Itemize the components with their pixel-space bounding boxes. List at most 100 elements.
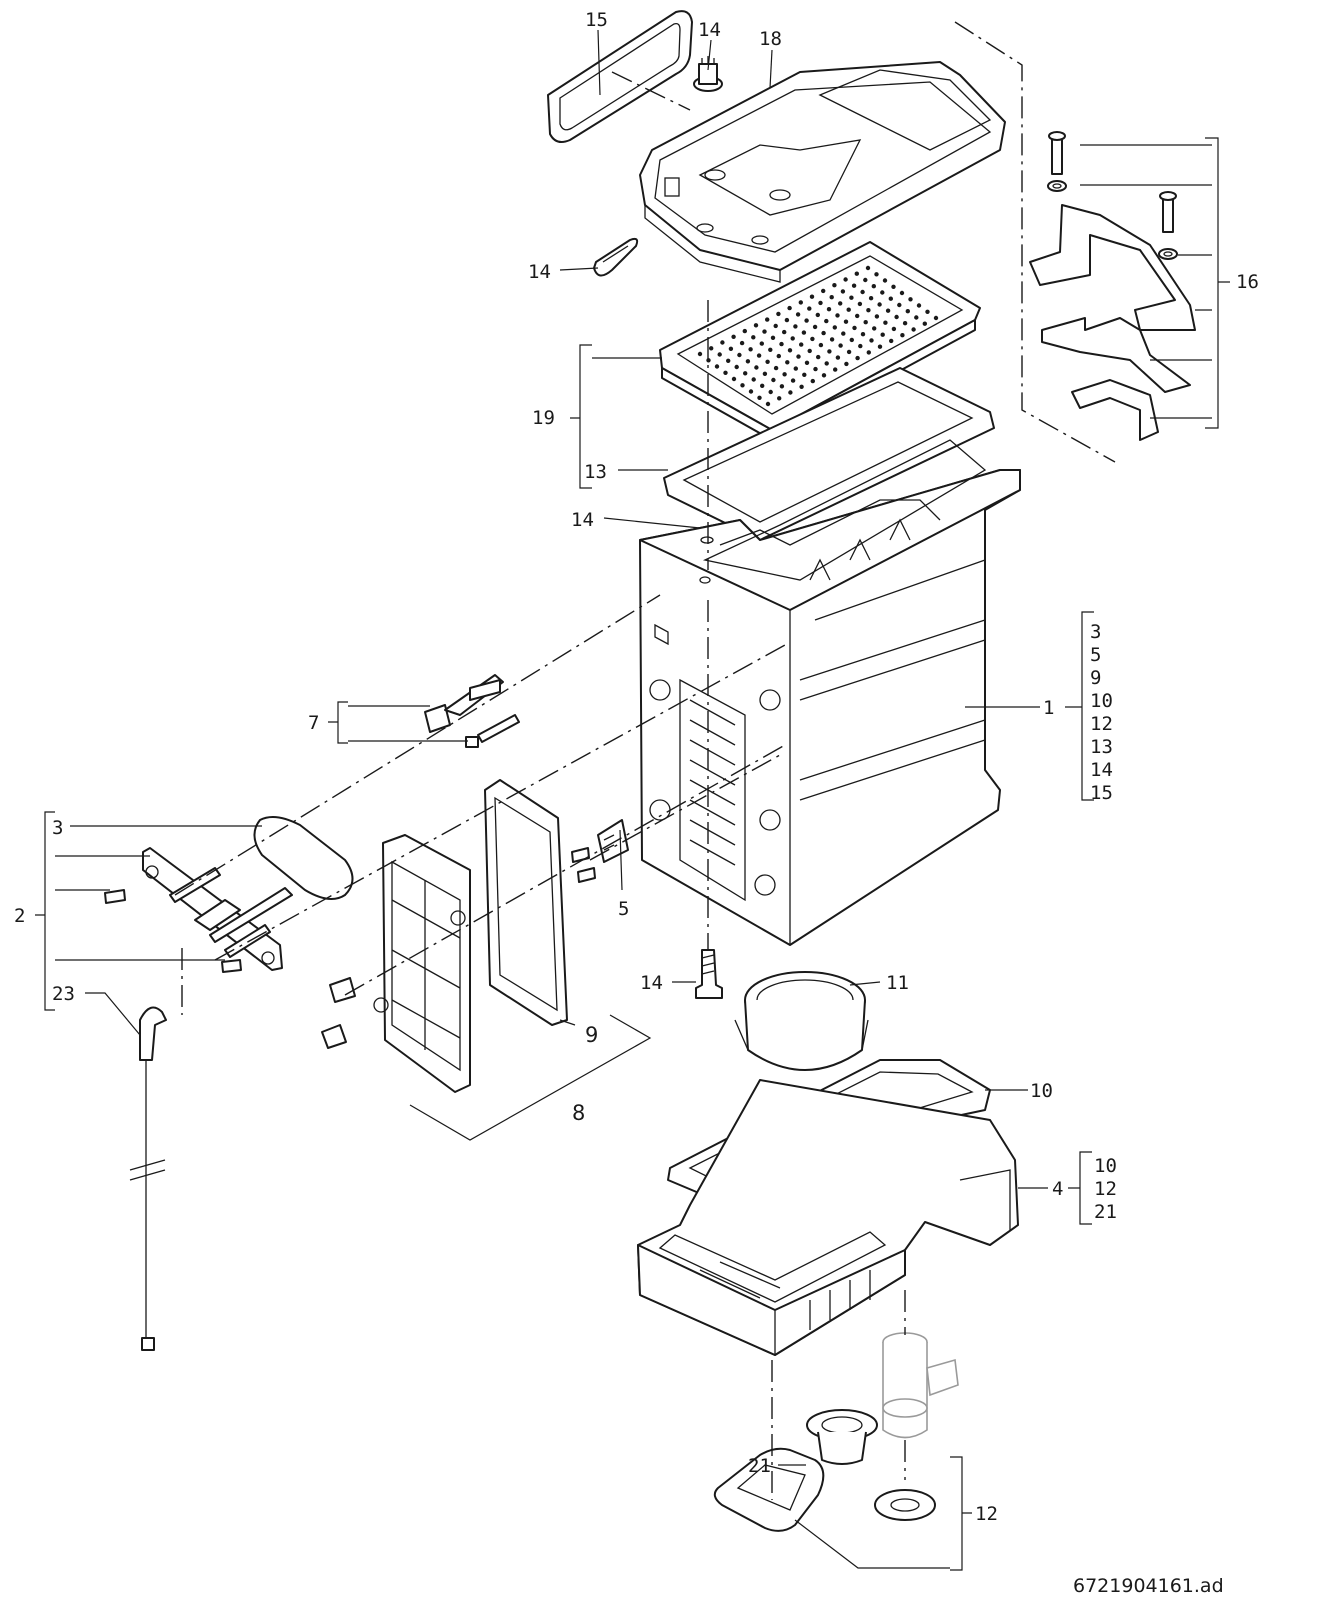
group-1-item: 12 [1090, 713, 1113, 735]
callout-16: 16 [1236, 271, 1259, 293]
burner-hole [824, 361, 829, 366]
burner-hole [790, 336, 795, 341]
burner-hole [765, 317, 770, 322]
burner-hole [720, 340, 725, 345]
burner-hole [818, 342, 824, 348]
burner-hole [777, 396, 782, 401]
burner-hole [902, 321, 908, 326]
burner-hole [779, 384, 785, 389]
part-7-sensor [424, 674, 520, 748]
burner-hole [793, 324, 798, 329]
burner-hole [846, 349, 852, 355]
burner-hole [849, 295, 854, 300]
burner-hole [858, 343, 863, 349]
burner-hole [740, 383, 745, 388]
assembly-axes [174, 21, 1116, 1500]
burner-hole [726, 358, 731, 363]
burner-hole [807, 306, 812, 311]
burner-hole [835, 355, 841, 360]
burner-hole [900, 333, 905, 338]
part-4-condensate-tray [637, 1079, 1019, 1356]
burner-hole [723, 370, 728, 375]
burner-hole [782, 329, 787, 335]
burner-hole [821, 373, 827, 378]
burner-hole [854, 271, 859, 276]
burner-hole [832, 283, 837, 288]
callout-15: 15 [585, 9, 608, 31]
burner-hole [860, 289, 865, 295]
burner-hole [883, 320, 888, 325]
burner-hole [891, 284, 896, 289]
callout-11: 11 [886, 972, 909, 994]
burner-hole [801, 330, 807, 335]
part-1-heat-exchanger [639, 439, 1021, 946]
group-4-item: 21 [1094, 1201, 1117, 1223]
part-14-clip [593, 237, 639, 277]
burner-hole [714, 364, 720, 369]
burner-hole [728, 346, 734, 351]
burner-hole [784, 317, 790, 323]
burner-hole [815, 312, 820, 318]
burner-hole [868, 296, 874, 301]
burner-hole [804, 360, 810, 365]
burner-hole [709, 346, 714, 351]
burner-hole [866, 308, 871, 313]
burner-hole [844, 361, 849, 367]
burner-hole [751, 377, 756, 382]
burner-hole [768, 347, 773, 352]
part-14-plug-top [693, 56, 723, 92]
trap-component [882, 1332, 959, 1439]
callout-labels: 15 14 18 14 16 19 13 14 1 7 3 2 5 23 14 … [14, 9, 1259, 1525]
burner-hole [899, 290, 905, 296]
burner-hole [838, 343, 843, 348]
group-1-item: 15 [1090, 782, 1113, 804]
burner-hole [821, 288, 826, 294]
burner-hole [833, 367, 838, 372]
burner-hole [731, 334, 736, 339]
burner-hole [838, 301, 843, 306]
part-19-burner-plate [659, 241, 981, 441]
part-11-flue-ring [734, 971, 869, 1071]
group-1-item: 13 [1090, 736, 1113, 758]
burner-hole [866, 350, 871, 355]
burner-hole [829, 295, 834, 300]
burner-hole [885, 308, 891, 313]
group-1-item: 5 [1090, 644, 1101, 666]
callout-23: 23 [52, 983, 75, 1005]
burner-hole [804, 318, 809, 323]
group-1-list: 3 5 9 10 12 13 14 15 [1090, 621, 1113, 804]
part-12-seal-flat [713, 1447, 825, 1532]
burner-hole [802, 372, 807, 377]
burner-hole [816, 354, 821, 360]
burner-hole [765, 359, 770, 364]
burner-hole [874, 272, 879, 277]
burner-hole [843, 319, 849, 324]
group-4-item: 12 [1094, 1178, 1117, 1200]
burner-hole [748, 347, 753, 352]
burner-hole [925, 309, 930, 314]
burner-hole [753, 323, 759, 328]
callout-8: 8 [572, 1101, 585, 1125]
burner-hole [762, 371, 768, 376]
part-14-screw-low [695, 949, 723, 999]
burner-hole [908, 297, 913, 302]
burner-hole [852, 325, 857, 331]
callout-12: 12 [975, 1503, 998, 1525]
burner-hole [788, 390, 793, 395]
callout-2: 2 [14, 905, 25, 927]
part-13-gasket [663, 367, 995, 541]
burner-hole [785, 360, 790, 365]
part-3-sight-glass [253, 815, 354, 900]
burner-hole [717, 352, 722, 357]
part-5-switch [571, 819, 629, 883]
part-8-inspection-cover [321, 834, 471, 1093]
burner-hole [826, 307, 832, 312]
burner-hole [790, 378, 796, 383]
burner-hole [905, 309, 910, 314]
burner-hole [818, 300, 823, 306]
burner-hole [770, 335, 776, 340]
burner-hole [807, 348, 812, 354]
burner-hole [762, 329, 767, 334]
burner-hole [894, 314, 899, 320]
burner-hole [810, 336, 815, 342]
